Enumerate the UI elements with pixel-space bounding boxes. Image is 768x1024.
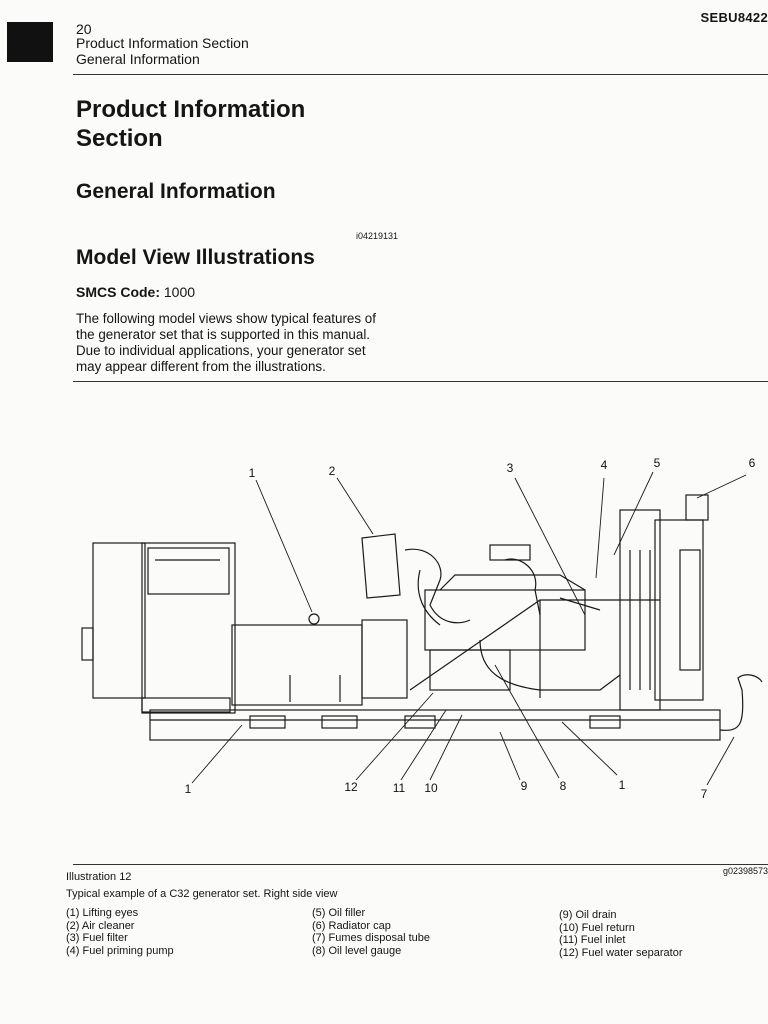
intro-paragraph: The following model views show typical f… — [76, 311, 406, 375]
callout-fuel-return: 10 — [424, 781, 438, 795]
housing-drawing — [231, 613, 363, 706]
legend-column-1: (1) Lifting eyes (2) Air cleaner (3) Fue… — [66, 907, 174, 957]
reference-id: i04219131 — [356, 231, 399, 241]
callout-lifting-eyes-top: 1 — [249, 466, 256, 480]
legend-column-2: (5) Oil filler (6) Radiator cap (7) Fume… — [312, 907, 430, 957]
model-view-title: Model View Illustrations — [76, 246, 315, 269]
section-title: Product Information Section — [76, 95, 305, 153]
section-title-line-1: Product Information — [76, 96, 306, 123]
callout-radiator-cap: 6 — [749, 456, 756, 470]
legend-column-3: (9) Oil drain (10) Fuel return (11) Fuel… — [559, 909, 683, 959]
callout-fumes-disposal-tube: 7 — [701, 787, 708, 801]
callout-fuel-water-separator: 12 — [344, 780, 358, 794]
legend-item: (11) Fuel inlet — [559, 934, 626, 946]
intro-line: the generator set that is supported in t… — [76, 327, 371, 342]
engine-drawing — [361, 533, 660, 699]
intro-line: may appear different from the illustrati… — [76, 359, 326, 374]
legend-item: (3) Fuel filter — [66, 932, 128, 944]
callout-air-cleaner: 2 — [329, 464, 336, 478]
generator-drawing — [81, 542, 236, 714]
fumes-tube-drawing — [719, 674, 763, 731]
smcs-code: SMCS Code: 1000 — [76, 284, 195, 300]
generator-set-illustration: 1 2 3 4 5 6 1 12 11 10 9 8 1 7 — [81, 456, 763, 801]
legend-item: (6) Radiator cap — [312, 919, 391, 932]
graphic-id: g02398573 — [722, 866, 768, 876]
header-rule — [73, 74, 768, 75]
page-number: 20 — [76, 21, 92, 37]
legend-item: (9) Oil drain — [559, 909, 617, 921]
callout-oil-level-gauge: 8 — [560, 779, 567, 793]
legend-item: (5) Oil filler — [312, 907, 366, 919]
radiator-drawing — [619, 494, 709, 711]
base-frame-drawing — [149, 709, 721, 741]
intro-line: The following model views show typical f… — [76, 311, 376, 326]
legend-item: (10) Fuel return — [559, 921, 635, 934]
callout-oil-drain: 9 — [521, 779, 528, 793]
legend-item: (7) Fumes disposal tube — [312, 932, 430, 944]
illustration-caption: Typical example of a C32 generator set. … — [66, 888, 338, 900]
header-subsection: General Information — [76, 51, 200, 67]
section-tab-marker — [7, 22, 53, 62]
callout-oil-filler: 5 — [654, 456, 661, 470]
legend-item: (4) Fuel priming pump — [66, 944, 174, 957]
header-section: Product Information Section — [76, 35, 249, 51]
section-title-line-2: Section — [76, 125, 163, 152]
figure-top-rule — [73, 381, 768, 382]
smcs-value: 1000 — [163, 284, 196, 300]
legend-item: (2) Air cleaner — [66, 919, 135, 932]
legend-item: (12) Fuel water separator — [559, 946, 683, 959]
smcs-label: SMCS Code: — [76, 284, 160, 300]
legend-item: (1) Lifting eyes — [66, 907, 139, 919]
callout-fuel-priming-pump: 4 — [601, 458, 608, 472]
caption-rule — [73, 864, 768, 865]
callout-lifting-eyes-left: 1 — [185, 782, 192, 796]
legend-item: (8) Oil level gauge — [312, 944, 402, 957]
callout-lifting-eyes-right: 1 — [619, 778, 626, 792]
general-information-title: General Information — [76, 180, 276, 203]
intro-line: Due to individual applications, your gen… — [76, 343, 366, 358]
illustration-title: Illustration 12 — [66, 871, 132, 883]
callout-fuel-filter: 3 — [507, 461, 514, 475]
callout-fuel-inlet: 11 — [393, 781, 406, 795]
document-id: SEBU8422 — [700, 10, 768, 25]
leader-lines — [191, 471, 747, 786]
